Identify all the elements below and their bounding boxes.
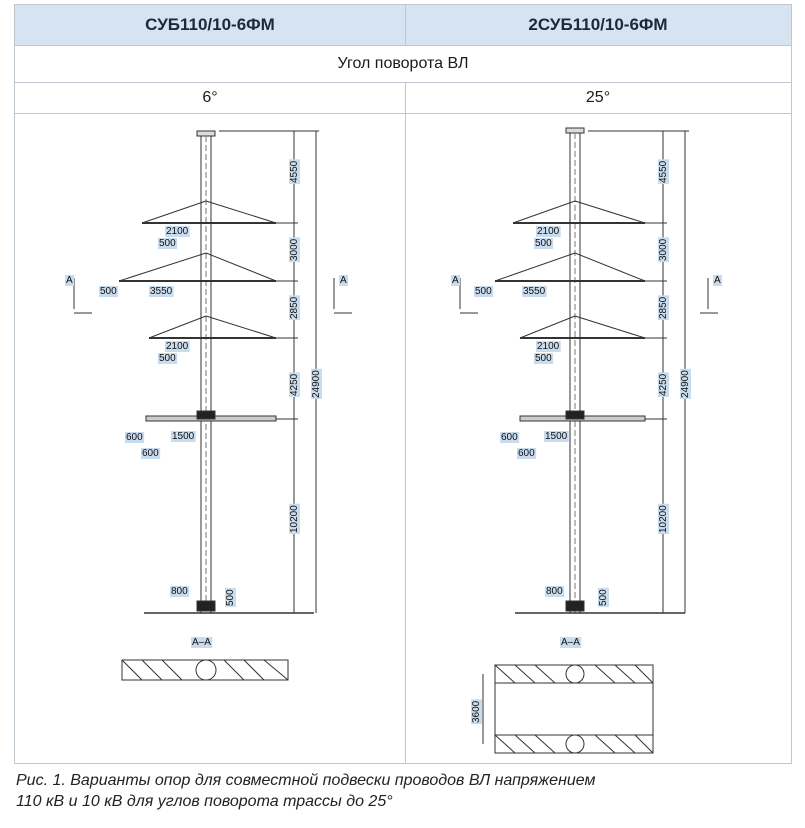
arm3-dim-a: 2100 xyxy=(166,341,189,352)
vdim-3: 2850 xyxy=(289,296,300,319)
column-title-1: СУБ110/10-6ФМ xyxy=(15,5,405,45)
section-marker-left-a: A xyxy=(452,275,459,286)
vdim-1: 4550 xyxy=(658,160,669,183)
arm4-dim-a: 600 xyxy=(126,432,143,443)
vdim-3: 2850 xyxy=(658,296,669,319)
section-marker-right-a: A xyxy=(714,275,721,286)
plan-width-dim: 3600 xyxy=(471,700,482,723)
arm2-dim-b: 3550 xyxy=(150,286,173,297)
base-dim-a: 800 xyxy=(546,586,563,597)
arm3-dim-b: 500 xyxy=(159,353,176,364)
figure-caption: Рис. 1. Варианты опор для совместной под… xyxy=(16,770,796,812)
tower-drawing-left: A A A–A 4550 3000 2850 4250 10200 24900 … xyxy=(65,130,352,681)
base-dim-a: 800 xyxy=(171,586,188,597)
arm1-dim-a: 2100 xyxy=(166,226,189,237)
arm1-dim-a: 2100 xyxy=(537,226,560,237)
column-title-2: 2СУБ110/10-6ФМ xyxy=(405,5,791,45)
base-dim-b: 500 xyxy=(598,589,609,606)
caption-line-1: Рис. 1. Варианты опор для совместной под… xyxy=(16,772,596,789)
section-label: A–A xyxy=(561,637,580,648)
turn-angle-header: Угол поворота ВЛ xyxy=(337,55,469,72)
arm2-dim-a: 500 xyxy=(475,286,492,297)
arm2-dim-a: 500 xyxy=(100,286,117,297)
arm2-dim-b: 3550 xyxy=(523,286,546,297)
vdim-2: 3000 xyxy=(289,238,300,261)
arm4-dim-b: 1500 xyxy=(545,431,568,442)
vdim-5: 10200 xyxy=(658,505,669,533)
arm3-dim-a: 2100 xyxy=(537,341,560,352)
vdim-2: 3000 xyxy=(658,238,669,261)
specification-table: СУБ110/10-6ФМ 2СУБ110/10-6ФМ Угол поворо… xyxy=(14,4,792,764)
total-dim: 24900 xyxy=(311,370,322,398)
arm1-dim-b: 500 xyxy=(535,238,552,249)
arm4-dim-c: 600 xyxy=(142,448,159,459)
tower-drawing-right: A A A–A 4550 3000 2850 4250 10200 24900 … xyxy=(451,127,722,754)
caption-line-2: 110 кВ и 10 кВ для углов поворота трассы… xyxy=(16,793,393,810)
vdim-4: 4250 xyxy=(289,373,300,396)
arm4-dim-b: 1500 xyxy=(172,431,195,442)
section-label: A–A xyxy=(192,637,211,648)
vdim-5: 10200 xyxy=(289,505,300,533)
vdim-4: 4250 xyxy=(658,373,669,396)
arm3-dim-b: 500 xyxy=(535,353,552,364)
section-marker-left-a: A xyxy=(66,275,73,286)
arm4-dim-a: 600 xyxy=(501,432,518,443)
angle-value-1: 6° xyxy=(202,89,218,106)
vdim-1: 4550 xyxy=(289,160,300,183)
angle-value-2: 25° xyxy=(585,89,611,106)
section-marker-right-a: A xyxy=(340,275,347,286)
base-dim-b: 500 xyxy=(225,589,236,606)
total-dim: 24900 xyxy=(680,370,691,398)
arm1-dim-b: 500 xyxy=(159,238,176,249)
arm4-dim-c: 600 xyxy=(518,448,535,459)
